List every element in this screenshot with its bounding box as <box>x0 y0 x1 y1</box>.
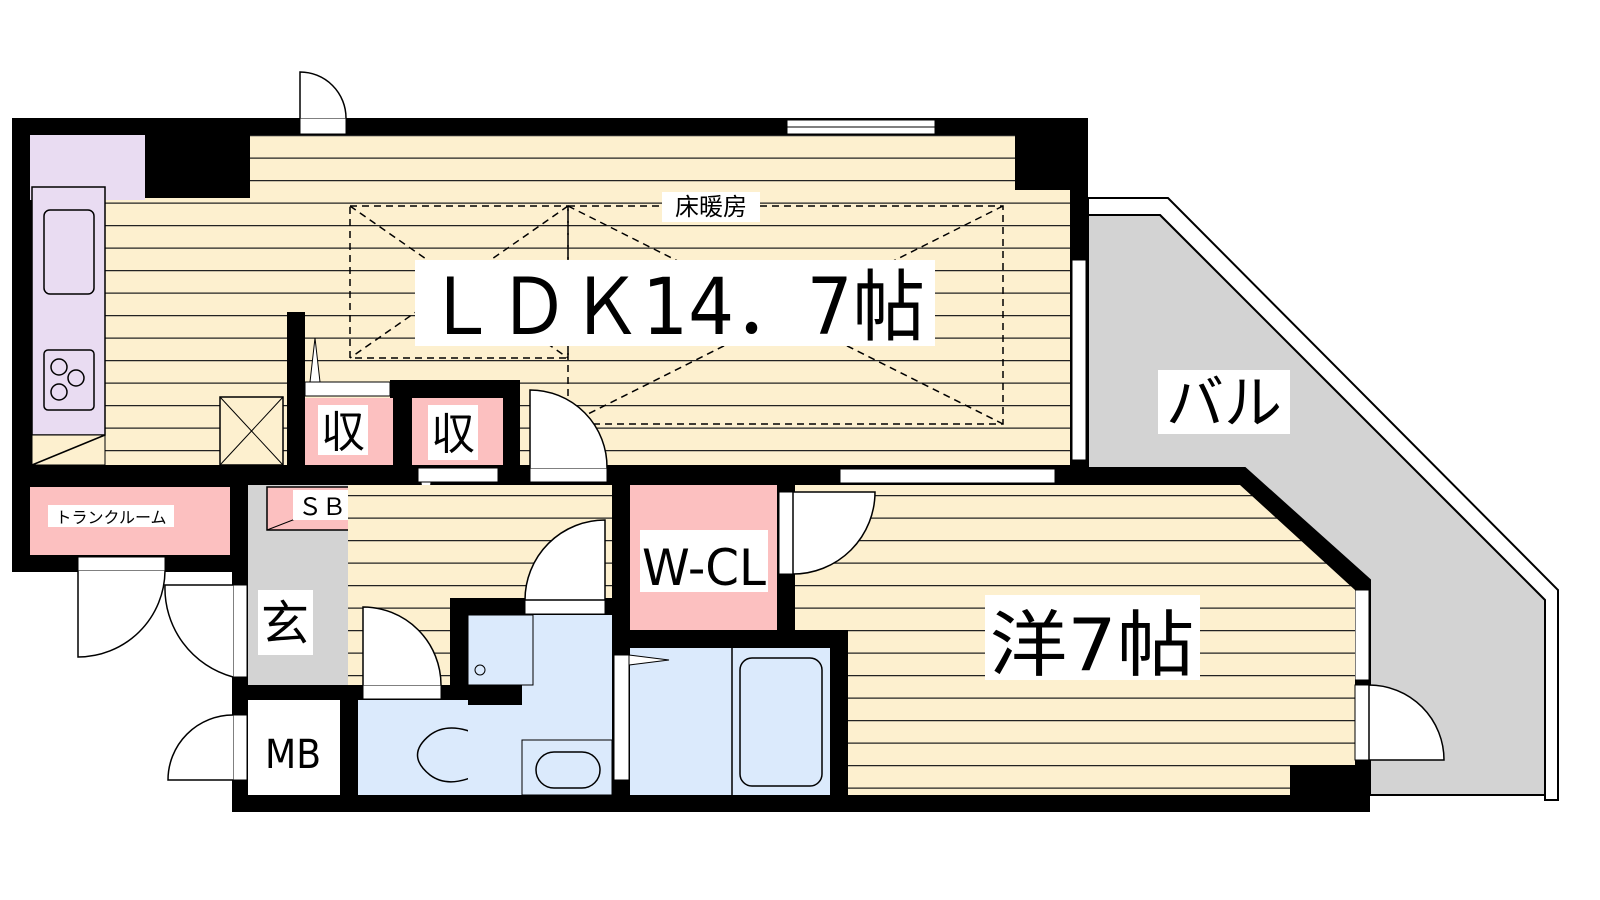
door-top[interactable] <box>299 71 347 135</box>
door-balcony[interactable] <box>1354 684 1445 761</box>
bathtub-icon <box>739 657 823 787</box>
window-western-right <box>1354 589 1370 681</box>
ldk-label: ＬＤＫ14．7帖 <box>425 263 925 353</box>
storage-2-label: 収 <box>431 409 475 460</box>
trunk-room-label: トランクルーム <box>55 508 166 527</box>
washbasin-icon <box>535 751 601 789</box>
door-ldk-hall[interactable] <box>529 389 608 483</box>
stove-icon <box>43 349 95 411</box>
balcony-label: バル <box>1166 369 1282 437</box>
floor-heating-label: 床暖房 <box>675 193 747 221</box>
door-western-room[interactable] <box>778 491 876 575</box>
sink-icon <box>43 209 95 295</box>
window-western-top <box>839 468 1056 484</box>
walk-in-closet-label: W-CL <box>642 539 766 597</box>
door-toilet[interactable] <box>362 606 442 700</box>
entrance-label: 玄 <box>261 596 309 652</box>
meter-box-label: MB <box>265 732 321 778</box>
shoe-box-label: ＳＢ <box>298 493 346 521</box>
front-door[interactable] <box>164 584 248 678</box>
window-ldk-right <box>1071 259 1087 461</box>
bathroom <box>630 648 830 795</box>
door-trunk-room[interactable] <box>77 556 166 658</box>
meter-box <box>248 700 340 795</box>
western-room-label: 洋7帖 <box>990 603 1195 687</box>
door-meter-box[interactable] <box>167 714 248 781</box>
storage-1-label: 収 <box>321 407 365 458</box>
door-washroom[interactable] <box>524 519 606 615</box>
